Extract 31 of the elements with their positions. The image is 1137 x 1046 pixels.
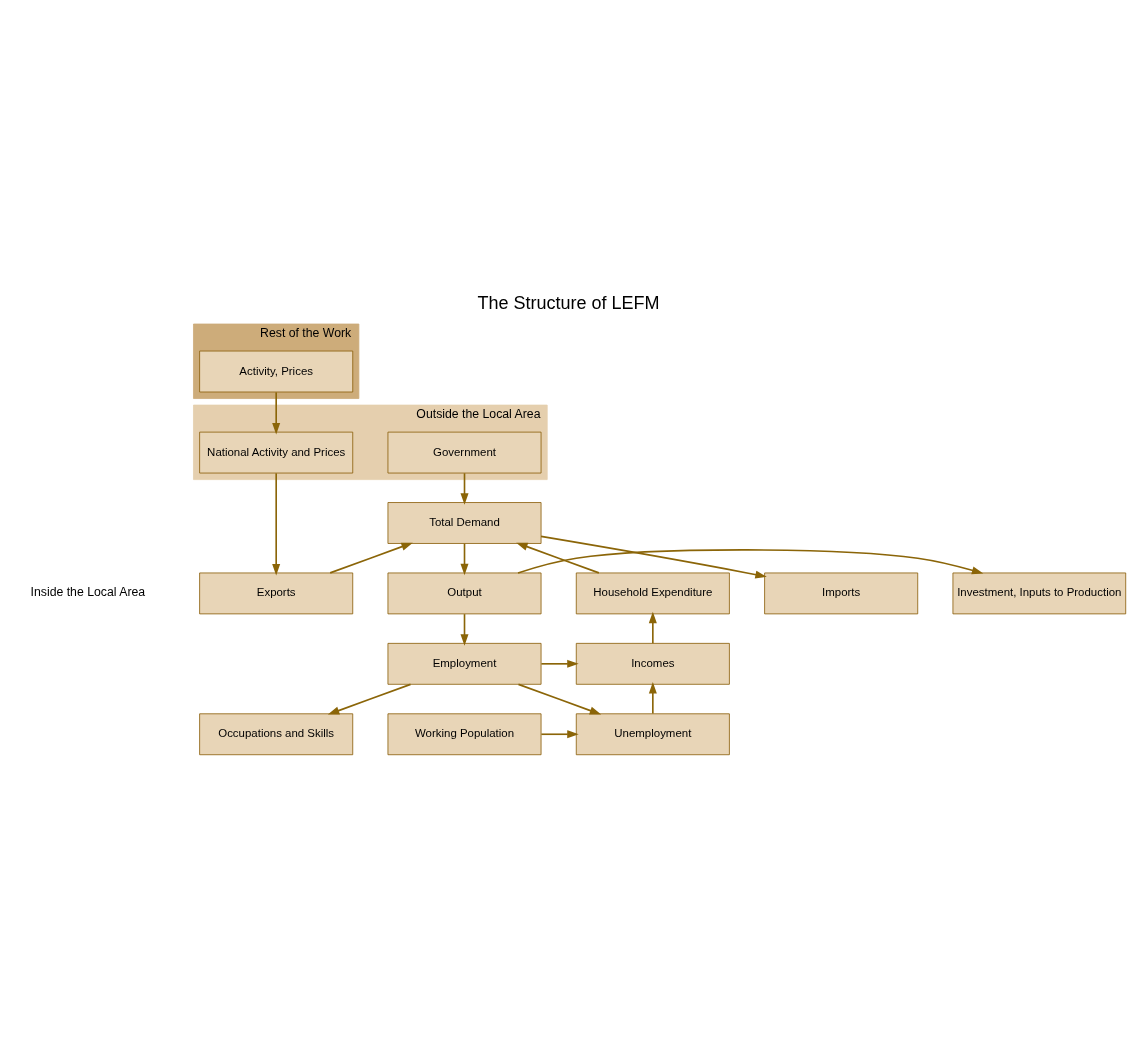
label: Inside the Local Area: [30, 585, 146, 600]
node-box: Incomes: [575, 642, 730, 685]
arrow: [540, 659, 579, 668]
node-box: Total Demand: [387, 502, 542, 544]
diagram-title: The Structure of LEFM: [477, 292, 660, 313]
node-box: Output: [387, 572, 542, 615]
arrow: [460, 472, 469, 505]
node-box: Exports: [199, 572, 354, 615]
arrow: [540, 730, 579, 739]
node-box: Unemployment: [575, 713, 730, 756]
arrow: [648, 682, 657, 715]
arrow: [460, 542, 469, 576]
node-box: Working Population: [387, 713, 542, 756]
arrow: [327, 683, 412, 715]
node-box: Activity, Prices: [199, 350, 354, 393]
arrow: [460, 613, 469, 646]
node-box: Investment, Inputs to Production: [952, 572, 1127, 615]
node-box: Government: [387, 431, 542, 474]
arrow: [272, 472, 281, 576]
node-box: National Activity and Prices: [199, 431, 354, 474]
arrow: [517, 549, 984, 575]
arrow: [272, 391, 281, 435]
node-box: Imports: [764, 572, 919, 615]
arrow: [516, 542, 600, 574]
node-box: Occupations and Skills: [199, 713, 354, 756]
node-box: Household Expenditure: [575, 572, 730, 615]
arrow: [517, 683, 602, 715]
node-box: Employment: [387, 642, 542, 685]
arrow: [329, 542, 413, 574]
arrow: [648, 611, 657, 644]
arrow: [540, 535, 767, 579]
